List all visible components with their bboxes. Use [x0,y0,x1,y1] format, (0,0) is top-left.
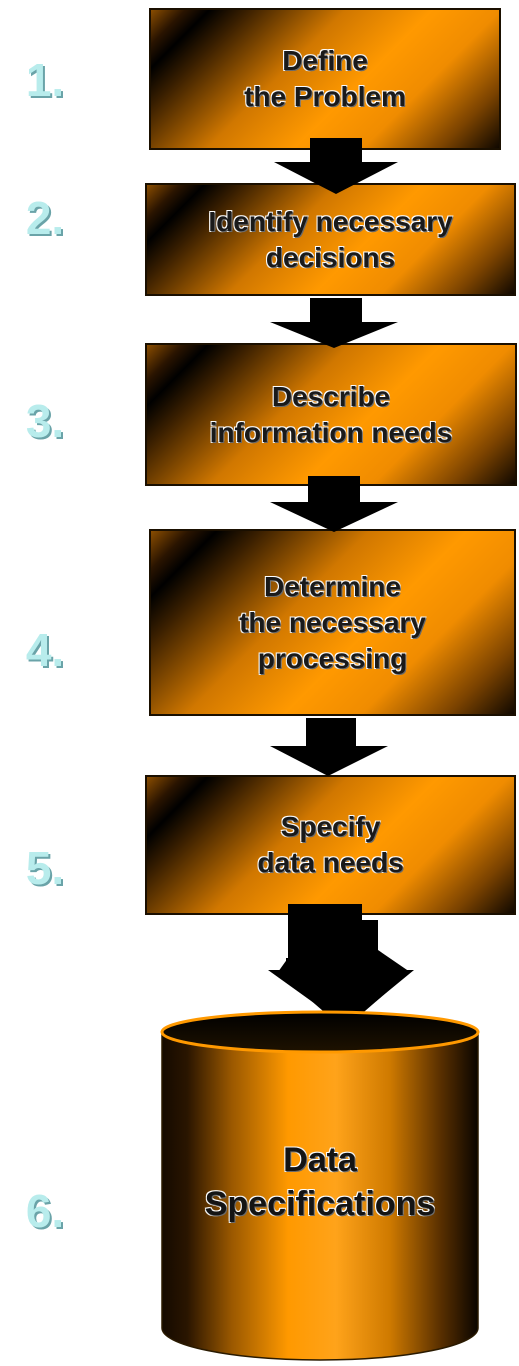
step-label-1: Define the Problem [244,45,406,112]
step-label-4: Determine the necessary processing [239,570,426,674]
step-number-6: 6. [25,1185,65,1237]
data-specifications-label: Data Specifications [204,1141,436,1223]
down-arrow-5-to-6 [268,904,414,1026]
step-box-describe-needs: Describe information needs [145,343,517,486]
step-box-determine-processing: Determine the necessary processing [149,529,516,716]
step-number-2: 2. [25,192,65,244]
down-arrow-3-to-4 [270,476,398,532]
step-label-5: Specify data needs [257,811,404,878]
step-box-specify-data: Specify data needs [145,775,516,915]
down-arrow-1-to-2 [274,138,398,194]
down-arrow-2-to-3 [270,298,398,348]
step-box-identify-decisions: Identify necessary decisions [145,183,516,296]
step-box-define-problem: Define the Problem [149,8,501,150]
step-number-5: 5. [25,842,65,894]
step-label-3: Describe information needs [209,380,453,448]
step-number-1: 1. [25,54,65,106]
down-arrow-4-to-5 [270,718,388,776]
step-label-2: Identify necessary decisions [208,205,453,273]
data-store-cylinder [160,1010,480,1361]
step-number-4: 4. [25,624,65,676]
step-number-3: 3. [25,395,65,447]
